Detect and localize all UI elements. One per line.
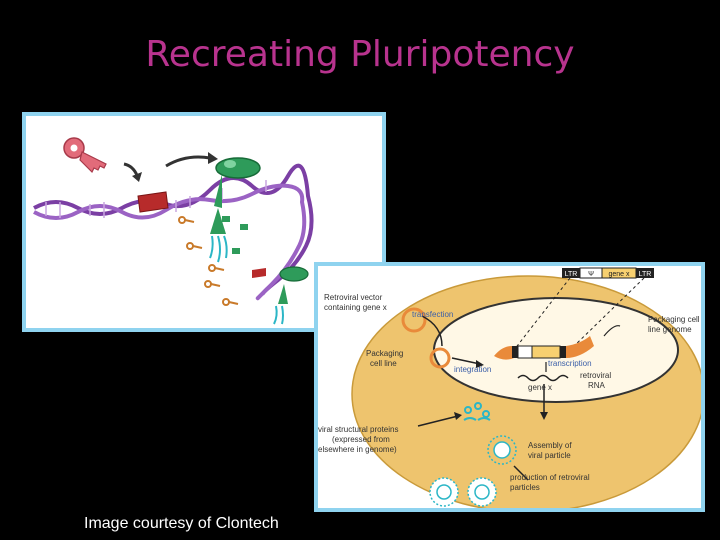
virus-particle-2 (429, 477, 459, 507)
dna-illustration (33, 137, 314, 325)
label-packaging-genome-2: line genome (648, 325, 692, 334)
label-transfection: transfection (412, 310, 453, 319)
dna-strand-b (33, 183, 307, 301)
retroviral-rna (517, 374, 569, 382)
plasmid-icon (401, 307, 427, 333)
label-transcription: transcription (548, 359, 592, 368)
label-retroviral-vector: Retroviral vector (324, 293, 383, 302)
slide-title: Recreating Pluripotency (145, 34, 575, 75)
label-structural-1: viral structural proteins (318, 425, 398, 434)
green-factors (222, 216, 248, 254)
dna-strand-a (33, 163, 314, 298)
integrated-provirus (494, 325, 621, 360)
key-icon (63, 137, 107, 174)
svg-text:Ψ: Ψ (588, 271, 594, 278)
label-retroviral-rna: retroviral (580, 371, 611, 380)
label-containing-gene: containing gene x (324, 303, 387, 312)
label-packaging-genome: Packaging cell (648, 315, 700, 324)
svg-text:gene x: gene x (608, 271, 630, 278)
label-assembly-2: viral particle (528, 451, 571, 460)
vector-construct: LTR Ψ gene x LTR (562, 267, 654, 279)
label-production-2: particles (510, 483, 540, 492)
retroviral-diagram: LTR Ψ gene x LTR (318, 267, 705, 513)
red-block-2 (252, 268, 266, 278)
structural-proteins (463, 402, 491, 421)
virus-particle-1 (487, 435, 517, 465)
label-integration: integration (454, 365, 491, 374)
label-production-1: production of retroviral (510, 473, 590, 482)
svg-text:LTR: LTR (639, 271, 652, 278)
arrow-2 (165, 155, 211, 168)
retroviral-packaging-panel: LTR Ψ gene x LTR (314, 262, 705, 513)
label-gene-x: gene x (528, 383, 552, 392)
label-packaging-cell: Packaging (366, 349, 403, 358)
polymerase-icon-2 (273, 266, 309, 325)
dna-illustration-panel (22, 112, 386, 332)
label-retroviral-rna-2: RNA (588, 381, 606, 390)
virus-particle-3 (467, 477, 497, 507)
label-packaging-cell-2: cell line (370, 359, 397, 368)
promoter-block (137, 191, 169, 213)
small-keys (178, 216, 239, 306)
svg-text:LTR: LTR (565, 271, 578, 278)
image-credit-caption: Image courtesy of Clontech (84, 515, 279, 532)
label-structural-3: elsewhere in genome) (318, 445, 397, 454)
polymerase-icon (209, 157, 261, 263)
label-assembly-1: Assembly of (528, 441, 572, 450)
label-structural-2: (expressed from (332, 435, 390, 444)
